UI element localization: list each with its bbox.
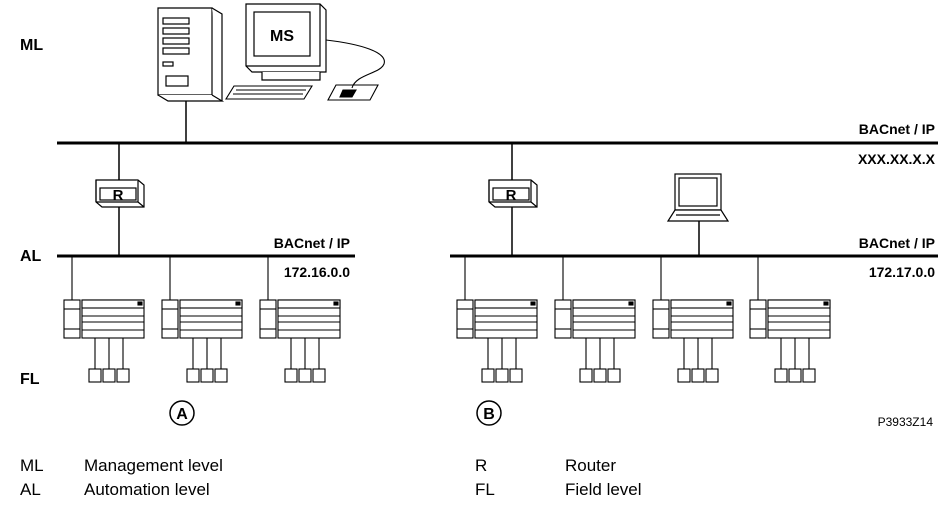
field-device-icon <box>579 338 621 383</box>
controller-icon <box>652 256 734 339</box>
figure-code: P3933Z14 <box>877 415 933 429</box>
network-a-address: 172.16.0.0 <box>283 264 350 280</box>
network-a-protocol: BACnet / IP <box>273 235 350 251</box>
controller-icon <box>63 256 145 339</box>
field-device-icon <box>88 338 130 383</box>
field-device-icon <box>284 338 326 383</box>
controller-icon <box>456 256 538 339</box>
laptop-icon <box>666 173 730 222</box>
marker-b-circle <box>476 400 502 426</box>
field-device-icon <box>774 338 816 383</box>
legend-text-fl: Field level <box>565 480 642 499</box>
legend-text-r: Router <box>565 456 617 475</box>
marker-b-label: B <box>483 406 495 423</box>
legend-abbr-al: AL <box>20 480 41 499</box>
legend-text-ml: Management level <box>84 456 223 475</box>
level-al-label: AL <box>20 248 42 265</box>
legend-abbr-ml: ML <box>20 456 44 475</box>
marker-a-label: A <box>176 406 188 423</box>
monitor-icon <box>245 3 327 81</box>
network-b-protocol: BACnet / IP <box>858 235 935 251</box>
field-device-icon <box>186 338 228 383</box>
router-b-label: R <box>506 187 517 204</box>
level-fl-label: FL <box>20 371 40 388</box>
level-ml-label: ML <box>20 37 44 54</box>
router-a-icon <box>95 179 145 208</box>
legend-abbr-r: R <box>475 456 488 475</box>
field-device-icon <box>481 338 523 383</box>
router-a-label: R <box>113 187 124 204</box>
controller-icon <box>554 256 636 339</box>
monitor-label: MS <box>270 28 294 45</box>
pc-tower-icon <box>157 7 225 102</box>
router-b-icon <box>488 179 538 208</box>
network-b-address: 172.17.0.0 <box>868 264 935 280</box>
legend-text-al: Automation level <box>84 480 210 499</box>
backbone-address: XXX.XX.X.X <box>857 151 935 167</box>
mouse-icon <box>325 39 385 101</box>
controllers-group <box>63 256 831 383</box>
marker-a-circle <box>169 400 195 426</box>
backbone-protocol: BACnet / IP <box>858 121 935 137</box>
legend-abbr-fl: FL <box>475 480 495 499</box>
field-device-icon <box>677 338 719 383</box>
controller-icon <box>161 256 243 339</box>
controller-icon <box>259 256 341 339</box>
keyboard-icon <box>225 85 313 100</box>
controller-icon <box>749 256 831 339</box>
